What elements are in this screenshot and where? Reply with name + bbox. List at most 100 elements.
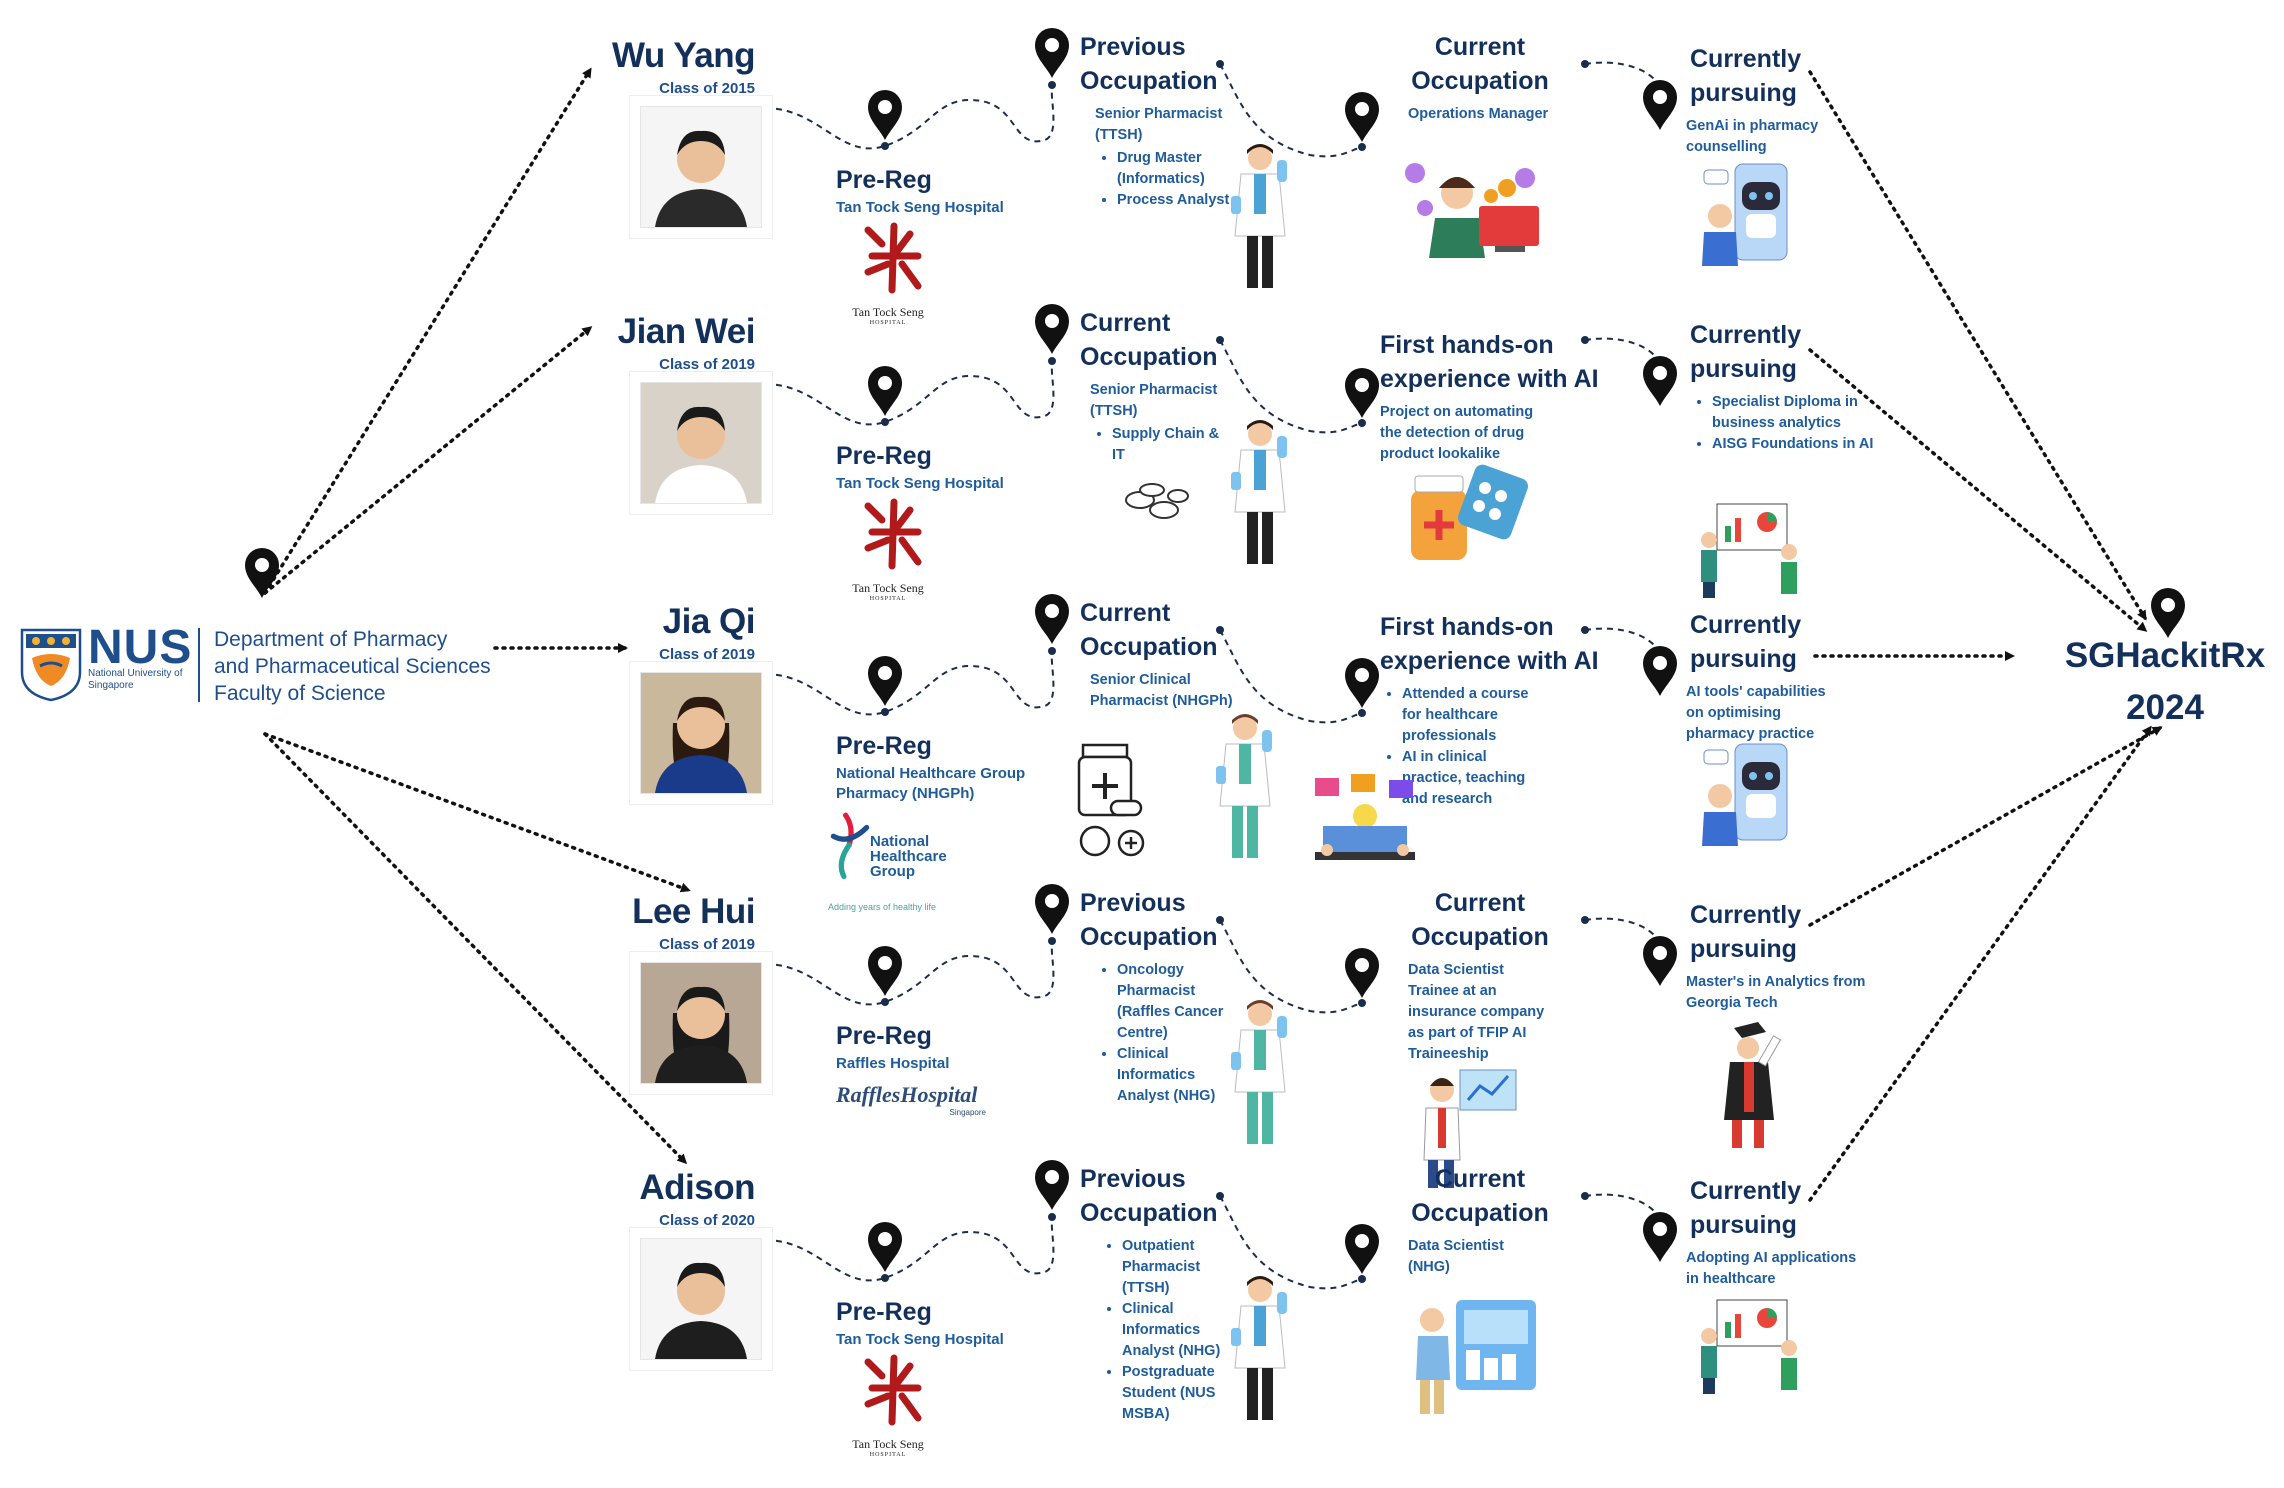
stage2-jian-wei-bullets: Supply Chain & IT bbox=[1090, 424, 1230, 466]
person-class-jia-qi: Class of 2019 bbox=[659, 646, 755, 663]
pin-stage3-adison bbox=[1345, 1224, 1379, 1274]
illus-box-stage3-adison bbox=[1412, 1280, 1542, 1425]
person-name-adison: Adison bbox=[639, 1168, 755, 1207]
stage4-jian-wei-title-1: Currently bbox=[1690, 321, 1802, 349]
person-class-adison: Class of 2020 bbox=[659, 1212, 755, 1229]
avatar-adison bbox=[641, 1239, 761, 1359]
stage2-wu-yang-title-1: Previous bbox=[1080, 33, 1186, 61]
journey-dot-stage3-lee-hui bbox=[1358, 999, 1366, 1007]
illus-box-stage4-jia-qi bbox=[1690, 740, 1800, 855]
illus-stage3-lee-hui bbox=[1423, 1069, 1517, 1188]
person-name-wu-yang: Wu Yang bbox=[611, 36, 756, 75]
stage3-lee-hui-title-1: Current bbox=[1434, 889, 1526, 917]
stage2-jia-qi-line: Senior Clinical bbox=[1090, 672, 1191, 688]
journey-dot-stage2-jian-wei bbox=[1048, 357, 1056, 365]
stage2-jia-qi-line: Pharmacist (NHGPh) bbox=[1090, 693, 1233, 709]
nhg-mark-icon bbox=[830, 812, 870, 880]
journey-path-a-jia-qi bbox=[764, 650, 1055, 716]
illus-stage3-jian-wei bbox=[1411, 464, 1529, 560]
stage4-lee-hui-line: Master's in Analytics from bbox=[1686, 974, 1866, 990]
stage2-lee-hui-bullet: Clinical Informatics Analyst (NHG) bbox=[1117, 1044, 1235, 1107]
prereg-place-jian-wei: Tan Tock Seng Hospital bbox=[836, 475, 1004, 492]
journey-dot-stage2-lee-hui bbox=[1048, 937, 1056, 945]
stage3-jia-qi-title-1: First hands-on bbox=[1380, 613, 1554, 641]
stage4-jian-wei: CurrentlypursuingSpecialist Diploma in b… bbox=[1690, 318, 1880, 455]
stage4-adison-title-2: pursuing bbox=[1690, 1211, 1797, 1239]
nus-logo: NUS National University of Singapore Dep… bbox=[20, 620, 500, 720]
prereg-place-lee-hui: Raffles Hospital bbox=[836, 1055, 950, 1072]
stage4-wu-yang-title-1: Currently bbox=[1690, 45, 1802, 73]
avatar-jia-qi bbox=[641, 673, 761, 793]
illus-stage4-lee-hui bbox=[1724, 1022, 1782, 1148]
illus-box-stage2-lee-hui bbox=[1225, 996, 1295, 1161]
person-class-wu-yang: Class of 2015 bbox=[659, 80, 755, 97]
nhg-line-3: Group bbox=[870, 863, 915, 880]
final-title-line-2: 2024 bbox=[2126, 688, 2204, 727]
stage2-lee-hui-title-2: Occupation bbox=[1080, 923, 1218, 951]
raffles-wordmark: RafflesHospital bbox=[836, 1082, 978, 1107]
stage3-lee-hui-line: Traineeship bbox=[1408, 1046, 1489, 1062]
illus-stage2-jia-qi bbox=[1216, 714, 1272, 858]
pin-stage2-adison bbox=[1035, 1160, 1069, 1210]
stage2-adison-bullets: Outpatient Pharmacist (TTSH)Clinical Inf… bbox=[1100, 1236, 1240, 1425]
avatar-lee-hui bbox=[641, 963, 761, 1083]
photo-jian-wei bbox=[640, 382, 762, 504]
stage3-jia-qi-bullet: AI in clinical practice, teaching and re… bbox=[1402, 747, 1550, 810]
stage2-jian-wei-body: Senior Pharmacist(TTSH)Supply Chain & IT bbox=[1090, 380, 1230, 466]
stage4-lee-hui-line: Georgia Tech bbox=[1686, 995, 1778, 1011]
nus-divider bbox=[198, 628, 200, 702]
department-name: Department of Pharmacy and Pharmaceutica… bbox=[214, 626, 514, 707]
nus-subtitle: National University of Singapore bbox=[88, 668, 183, 691]
illus-stage3-jia-qi bbox=[1315, 774, 1415, 860]
illus-box-stage2-jian-wei bbox=[1225, 416, 1295, 581]
stage3-jian-wei-line: product lookalike bbox=[1380, 446, 1501, 462]
ttsh-logo-name: Tan Tock Seng bbox=[852, 1437, 924, 1451]
journey-dot-prereg-jian-wei bbox=[881, 418, 889, 426]
stage2-adison-title-1: Previous bbox=[1080, 1165, 1186, 1193]
stage3-jian-wei-line: Project on automating bbox=[1380, 404, 1534, 420]
pin-stage3-lee-hui bbox=[1345, 948, 1379, 998]
stage3-wu-yang-title-2: Occupation bbox=[1411, 67, 1549, 95]
stage2-wu-yang-body: Senior Pharmacist(TTSH)Drug Master (Info… bbox=[1095, 104, 1235, 211]
ttsh-mark-icon bbox=[864, 498, 922, 570]
illus-stage3-wu-yang bbox=[1405, 163, 1539, 258]
stage2-lee-hui-bullet: Oncology Pharmacist (Raffles Cancer Cent… bbox=[1117, 960, 1235, 1044]
prereg-place-jia-qi: National Healthcare Group Pharmacy (NHGP… bbox=[836, 765, 1026, 802]
journey-dot-stage3b-lee-hui bbox=[1581, 916, 1589, 924]
illus-stage4-adison bbox=[1701, 1299, 1797, 1394]
pin-stage2-jian-wei bbox=[1035, 304, 1069, 354]
stage2-adison-bullet: Clinical Informatics Analyst (NHG) bbox=[1122, 1299, 1240, 1362]
journey-dot-stage3b-adison bbox=[1581, 1192, 1589, 1200]
stage2-adison-bullet: Outpatient Pharmacist (TTSH) bbox=[1122, 1236, 1240, 1299]
stage4-jia-qi-line: pharmacy practice bbox=[1686, 726, 1815, 742]
illus-stage4-jia-qi bbox=[1702, 743, 1788, 846]
stage2-jian-wei-bullet: Supply Chain & IT bbox=[1112, 424, 1230, 466]
pills-icon bbox=[1125, 483, 1189, 519]
stage2-jia-qi-title-1: Current bbox=[1080, 599, 1171, 627]
ttsh-mark-icon bbox=[864, 222, 922, 294]
pin-stage4-lee-hui bbox=[1643, 936, 1677, 986]
illus-box-stage3-wu-yang bbox=[1395, 148, 1545, 273]
illus-box-stage4-jian-wei bbox=[1695, 500, 1805, 605]
journey-path-a-jian-wei bbox=[764, 360, 1055, 426]
stage4-jia-qi-title-1: Currently bbox=[1690, 611, 1802, 639]
stage2-wu-yang-bullet: Process Analyst bbox=[1117, 190, 1235, 211]
journey-dot-prereg-jia-qi bbox=[881, 708, 889, 716]
arrow-from-lee-hui bbox=[1808, 726, 2163, 927]
stage3-jia-qi-bullet: Attended a course for healthcare profess… bbox=[1402, 684, 1550, 747]
stage2-lee-hui-title-1: Previous bbox=[1080, 889, 1186, 917]
stage3-jia-qi-bullets: Attended a course for healthcare profess… bbox=[1380, 684, 1550, 810]
ttsh-logo-sub: HOSPITAL bbox=[869, 320, 907, 326]
nhg-line-1: National bbox=[870, 833, 930, 850]
ttsh-logo-sub: HOSPITAL bbox=[869, 596, 907, 602]
prereg-title-jia-qi: Pre-Reg bbox=[836, 732, 932, 760]
